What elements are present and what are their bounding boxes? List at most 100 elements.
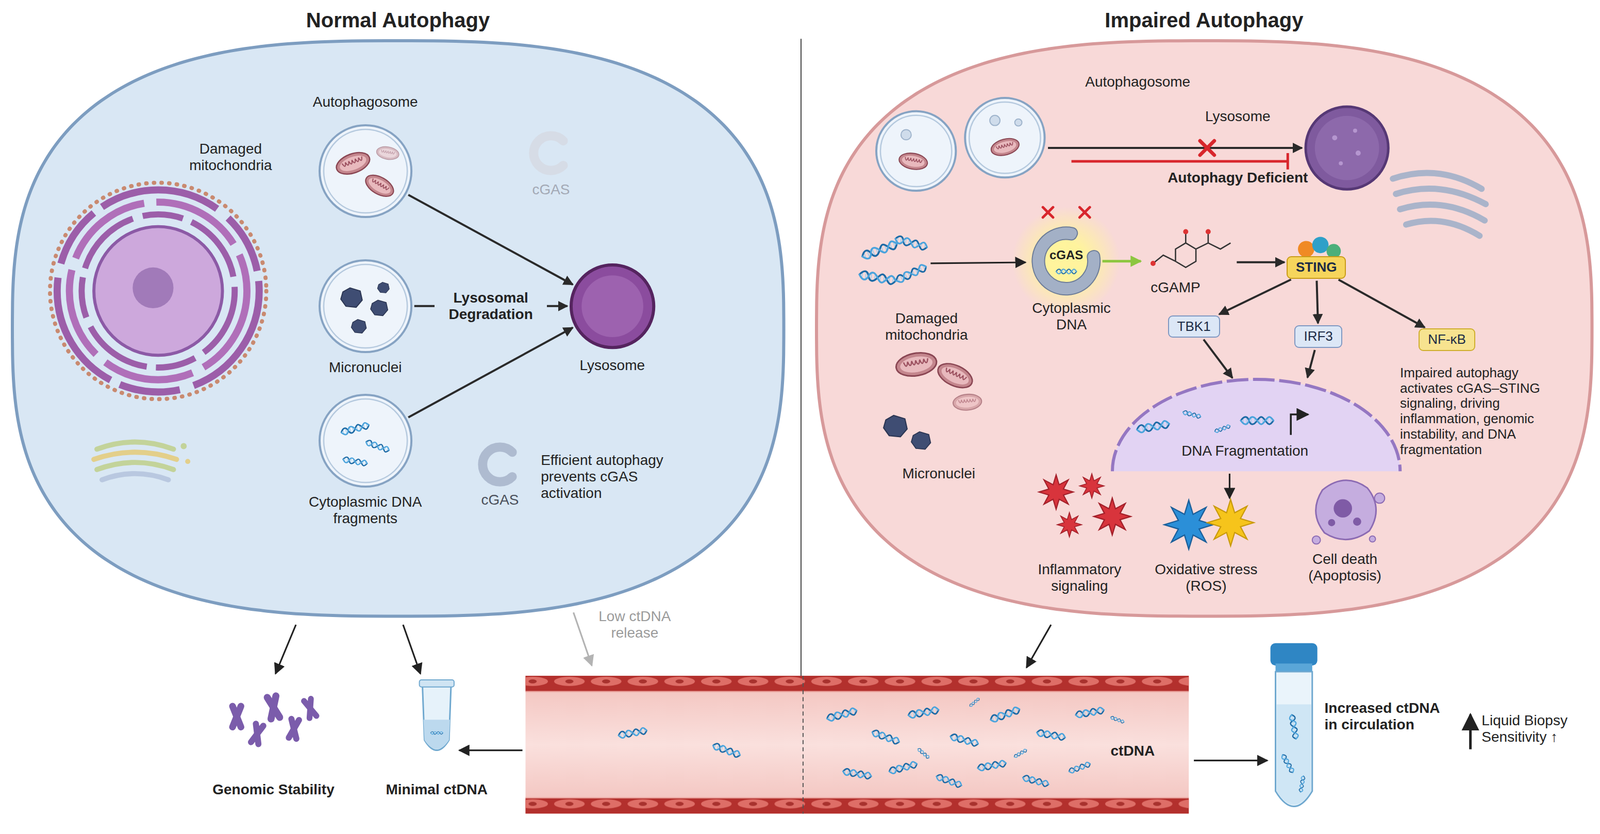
lysosome: Lysosome <box>569 263 656 349</box>
golgi <box>96 442 174 450</box>
cgas-protein <box>533 135 563 171</box>
text-holder: Autophagy Deficient <box>1166 169 1310 187</box>
cgamp-structure <box>1150 260 1156 266</box>
annotation-label: Increased ctDNA in circulation <box>1324 700 1444 733</box>
shape-part <box>876 111 956 191</box>
blood-vessel <box>525 797 1189 799</box>
fragmented-dna <box>1182 410 1202 420</box>
annotation-label: Cell death (Apoptosis) <box>1287 551 1403 585</box>
blood-vessel <box>525 691 1189 693</box>
text-holder: Lysosome <box>525 357 699 374</box>
apoptotic-cell <box>1312 480 1386 545</box>
pathway-box: NF-κB <box>1418 328 1476 352</box>
text-holder: DNA Fragmentation <box>1137 442 1353 460</box>
inflammation-icon <box>1093 497 1131 535</box>
autophagosome-outline <box>318 393 413 488</box>
nucleus-er <box>81 214 235 368</box>
text-holder: Cell death (Apoptosis) <box>1287 551 1403 585</box>
pathway-box: IRF3 <box>1294 325 1342 348</box>
annotation-label: Micronuclei <box>862 465 1016 482</box>
damaged-organelles <box>894 350 939 380</box>
text-holder: Inflammatory signaling <box>1018 561 1142 595</box>
circulating-dna <box>1013 748 1028 759</box>
flow-arrow <box>930 262 1026 264</box>
autophagosome-cargo <box>375 144 400 161</box>
fragmented-dna <box>1290 414 1309 436</box>
inflammation-icon <box>1079 473 1105 499</box>
text-holder: Cytoplasmic DNA fragments <box>297 493 433 527</box>
damaged-organelles <box>934 358 976 393</box>
damaged-organelles <box>883 415 908 437</box>
cytoplasmic-dna <box>858 235 928 286</box>
text-holder: cGAMP <box>1124 279 1227 296</box>
shape-part <box>1305 106 1389 190</box>
cgamp-molecule: cGAMP <box>1142 226 1235 276</box>
sample-tube <box>1270 643 1318 807</box>
lysosome-content <box>1331 135 1338 141</box>
autophagosome-cargo <box>901 129 912 141</box>
text-holder: Autophagosome <box>253 93 478 111</box>
cgamp-structure <box>1182 229 1189 235</box>
node-label: Cytoplasmic DNA fragments <box>297 493 433 527</box>
circulating-dna <box>917 747 930 760</box>
box-label: TBK1 <box>1177 319 1211 335</box>
annotation-label: ctDNA <box>1091 742 1174 760</box>
shape-part <box>323 129 408 213</box>
node-label: cGAMP <box>1124 279 1227 296</box>
circulating-dna <box>842 768 872 780</box>
annotation-label: Low ctDNA release <box>578 608 691 642</box>
shape-part <box>1012 207 1121 316</box>
blocked-mark <box>1200 140 1215 156</box>
text-holder: Micronuclei <box>278 359 453 376</box>
bound-dna <box>1056 269 1077 274</box>
flow-arrow <box>275 624 296 674</box>
flow-arrow <box>1236 261 1285 264</box>
shape-part <box>319 260 412 353</box>
autophagosome-cargo <box>989 135 1021 159</box>
increase-arrow <box>1469 714 1472 749</box>
inflammation-icon <box>1039 473 1131 538</box>
apoptotic-cell <box>1353 517 1362 526</box>
cgamp-structure <box>1205 229 1211 235</box>
annotation-label: Oxidative stress (ROS) <box>1140 561 1272 595</box>
golgi <box>96 462 174 470</box>
text-holder: Liquid Biopsy Sensitivity ↑ <box>1481 712 1588 746</box>
cell-region: AutophagosomeDamaged mitochondriaMicronu… <box>12 40 785 616</box>
blood-vessel <box>525 798 1189 814</box>
text-holder: Lysosome <box>1166 108 1310 125</box>
annotation-label: cGAS <box>454 491 546 509</box>
autophagosome-pair: Autophagosome <box>875 96 1046 192</box>
node-label: Cytoplasmic DNA <box>1024 300 1119 333</box>
sting-complex <box>1312 236 1329 254</box>
autophagosome-cargo <box>1014 119 1023 127</box>
flow-arrow <box>1307 350 1315 378</box>
lysosome-content <box>1353 128 1358 133</box>
text-holder: Damaged mitochondria <box>869 310 985 344</box>
chromosomes <box>228 690 322 749</box>
nucleus-er <box>57 189 260 392</box>
chromosomes <box>298 693 322 723</box>
autophagosome: AutophagosomeDamaged mitochondria <box>318 124 413 219</box>
autophagosome-cargo <box>340 287 363 308</box>
blood-vessel <box>802 675 804 814</box>
chromosomes <box>284 714 304 744</box>
shape-part <box>969 102 1041 174</box>
circulating-dna <box>711 742 741 759</box>
lysosome: Lysosome <box>1304 105 1390 191</box>
node-label: Autophagosome <box>1025 73 1250 91</box>
sample-tube <box>423 719 450 749</box>
apoptotic-cell <box>1312 536 1321 545</box>
golgi <box>1406 220 1480 236</box>
annotation-label: Inflammatory signaling <box>1018 561 1142 595</box>
annotation-label: Efficient autophagy prevents cGAS activa… <box>540 452 696 503</box>
text-holder: Lysosomal Degradation <box>434 288 547 324</box>
golgi <box>1395 188 1486 205</box>
cytoplasmic-dna <box>894 263 928 285</box>
apoptotic-cell <box>1327 519 1336 527</box>
annotation-label: Liquid Biopsy Sensitivity ↑ <box>1481 712 1588 746</box>
autophagosome-cargo <box>370 300 388 316</box>
autophagosome: Micronuclei <box>318 259 413 354</box>
autophagosome-outline <box>318 259 413 354</box>
fragmented-dna <box>1213 424 1231 434</box>
fragmented-dna <box>1136 420 1171 433</box>
